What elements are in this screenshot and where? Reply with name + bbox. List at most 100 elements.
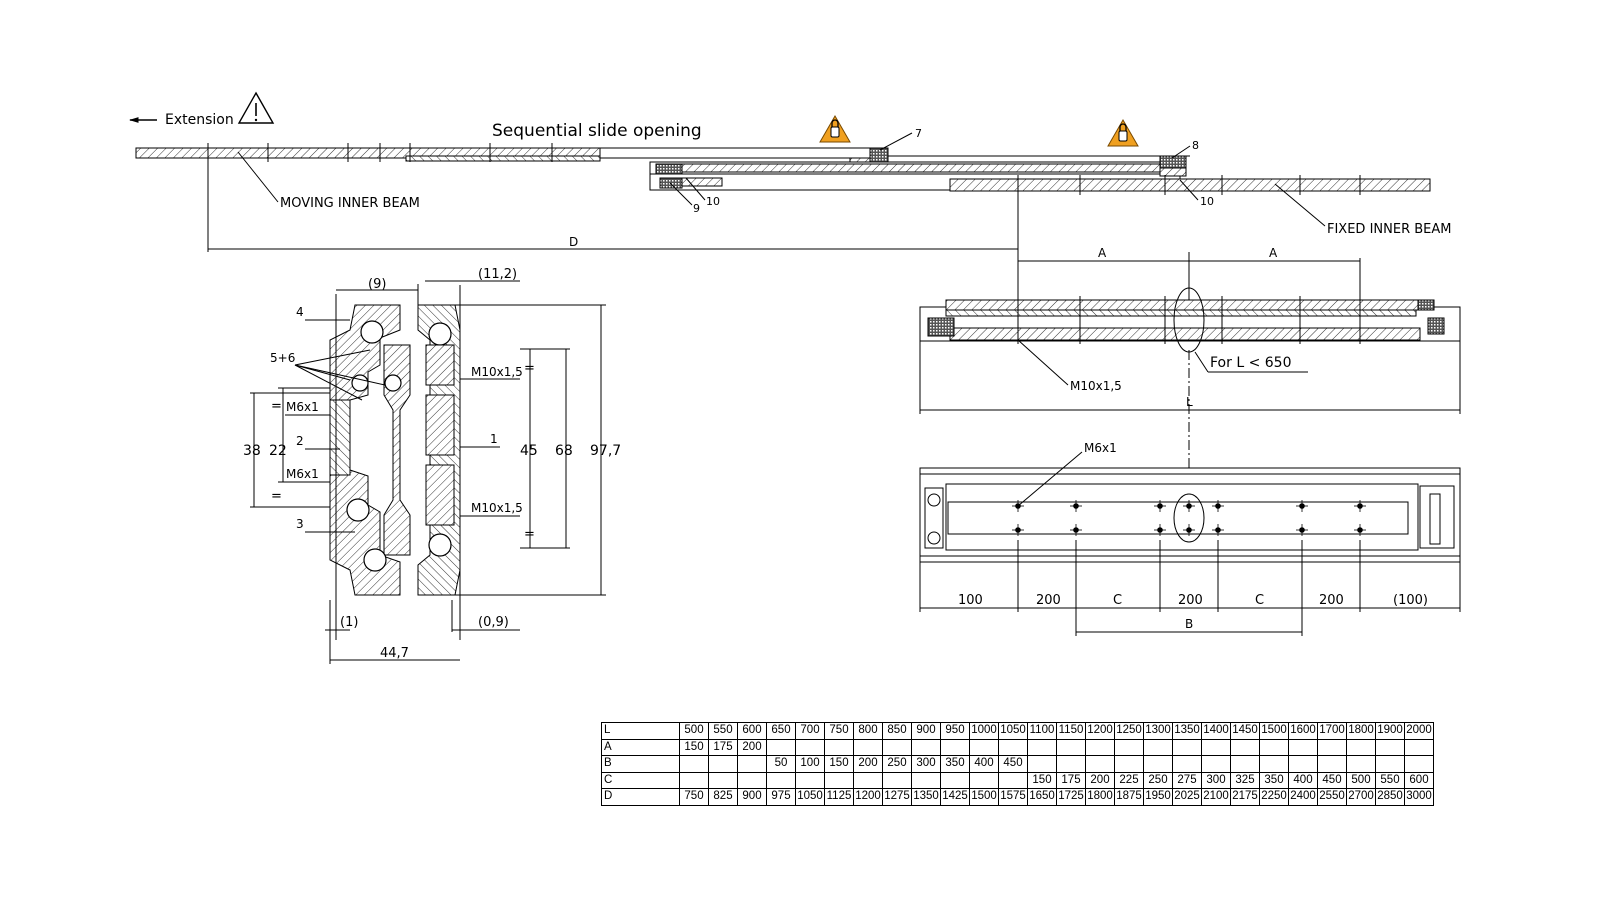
table-cell: 2000: [1404, 722, 1434, 740]
dim-L: L: [1186, 395, 1193, 409]
table-cell: 1700: [1317, 722, 1347, 740]
table-cell: [1114, 738, 1144, 756]
table-cell: [1375, 755, 1405, 773]
thread-m6-bottom: M6x1: [286, 467, 319, 481]
table-cell: 1725: [1056, 788, 1086, 806]
dim-38: 38: [243, 443, 261, 459]
table-cell: [1114, 755, 1144, 773]
table-cell: 2700: [1346, 788, 1376, 806]
table-cell: 900: [737, 788, 767, 806]
dim-B: B: [1185, 617, 1193, 631]
dim-9: (9): [368, 277, 386, 292]
row-label: D: [601, 788, 680, 806]
table-cell: 200: [737, 738, 767, 756]
table-cell: [1201, 755, 1231, 773]
table-cell: 1050: [998, 722, 1028, 740]
moving-inner-beam-label: MOVING INNER BEAM: [280, 196, 420, 211]
table-cell: 300: [911, 755, 941, 773]
table-cell: [1259, 755, 1289, 773]
table-cell: 900: [911, 722, 941, 740]
table-cell: 600: [1404, 771, 1434, 789]
table-cell: 1150: [1056, 722, 1086, 740]
table-cell: [1027, 738, 1057, 756]
table-cell: 50: [766, 755, 796, 773]
dim-A: A: [1269, 246, 1278, 260]
table-cell: [940, 771, 970, 789]
table-cell: [1288, 738, 1318, 756]
table-cell: [1143, 738, 1173, 756]
table-cell: [998, 738, 1028, 756]
table-cell: [737, 771, 767, 789]
dim-bottom-0: 100: [958, 593, 983, 608]
table-cell: 2850: [1375, 788, 1405, 806]
table-cell: [1143, 755, 1173, 773]
table-cell: 200: [1085, 771, 1115, 789]
table-cell: [1375, 738, 1405, 756]
table-cell: 500: [1346, 771, 1376, 789]
dim-44-7: 44,7: [380, 646, 409, 661]
table-cell: 650: [766, 722, 796, 740]
dim-68: 68: [555, 443, 573, 459]
table-cell: [1259, 738, 1289, 756]
dim-bottom-3: 200: [1178, 593, 1203, 608]
table-cell: 500: [679, 722, 709, 740]
dim-22: 22: [269, 443, 287, 459]
thread-m6-plan: M6x1: [1084, 441, 1117, 455]
table-cell: [882, 771, 912, 789]
table-cell: [795, 738, 825, 756]
extension-label: Extension: [165, 112, 234, 128]
table-cell: [1027, 755, 1057, 773]
table-cell: 2250: [1259, 788, 1289, 806]
table-cell: 1500: [1259, 722, 1289, 740]
side-elevation: D MOVING INNER BEAM FIXED INNER BEAM 7 8…: [135, 115, 1451, 252]
table-cell: [1085, 755, 1115, 773]
lock-warning-icon: [1107, 119, 1139, 147]
table-cell: 800: [853, 722, 883, 740]
dim-bottom-6: (100): [1393, 593, 1428, 608]
table-cell: 750: [824, 722, 854, 740]
dim-bottom-4: C: [1255, 593, 1264, 608]
table-cell: 1600: [1288, 722, 1318, 740]
table-cell: 950: [940, 722, 970, 740]
table-cell: [1317, 755, 1347, 773]
table-cell: [1201, 738, 1231, 756]
dim-eq: =: [271, 489, 282, 504]
table-cell: [1404, 755, 1434, 773]
table-cell: [969, 738, 999, 756]
table-cell: 1200: [853, 788, 883, 806]
row-label: B: [601, 755, 680, 773]
table-cell: 150: [679, 738, 709, 756]
table-cell: 1300: [1143, 722, 1173, 740]
table-cell: [1288, 755, 1318, 773]
lock-warning-icon: [819, 115, 851, 143]
callout-7: 7: [915, 127, 922, 140]
dim-D: D: [569, 235, 578, 249]
table-cell: 1200: [1085, 722, 1115, 740]
dim-bottom-2: C: [1113, 593, 1122, 608]
table-cell: 175: [1056, 771, 1086, 789]
table-cell: [1230, 738, 1260, 756]
table-cell: 2025: [1172, 788, 1202, 806]
dim-bottom-1: 200: [1036, 593, 1061, 608]
table-cell: 1575: [998, 788, 1028, 806]
dim-A: A: [1098, 246, 1107, 260]
table-cell: [737, 755, 767, 773]
table-cell: 1250: [1114, 722, 1144, 740]
table-cell: 350: [1259, 771, 1289, 789]
table-cell: 150: [824, 755, 854, 773]
table-cell: 3000: [1404, 788, 1434, 806]
callout-3: 3: [296, 517, 304, 531]
dim-45: 45: [520, 443, 538, 459]
table-cell: [1346, 755, 1376, 773]
thread-m6-top: M6x1: [286, 400, 319, 414]
table-cell: 850: [882, 722, 912, 740]
plan-view: A A For L < 650 M10x1,5 L M6x1: [919, 245, 1461, 636]
table-cell: 975: [766, 788, 796, 806]
dim-bottom-5: 200: [1319, 593, 1344, 608]
table-cell: 175: [708, 738, 738, 756]
table-cell: [1404, 738, 1434, 756]
table-cell: [911, 771, 941, 789]
row-label: L: [601, 722, 680, 740]
warning-triangle-icon: [237, 91, 275, 124]
